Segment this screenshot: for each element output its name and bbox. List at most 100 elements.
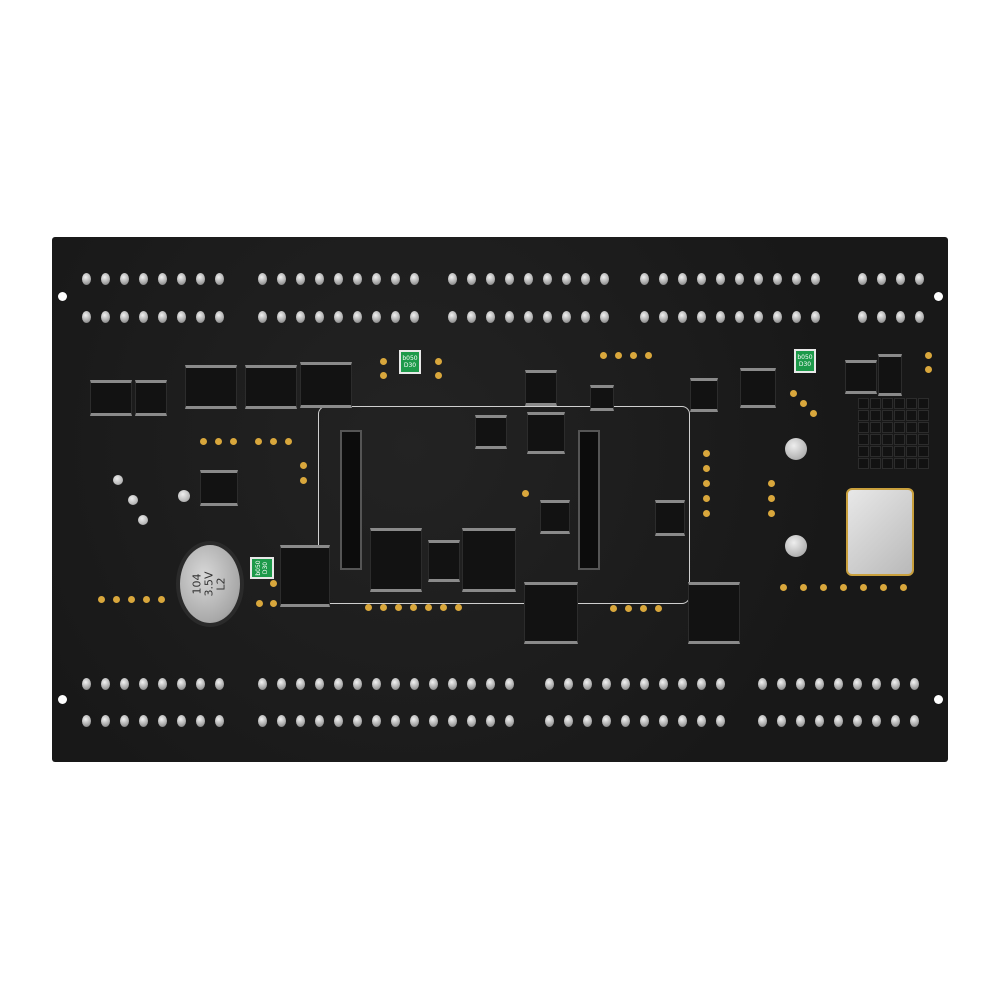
header-pin [716,311,725,323]
header-pin [583,678,592,690]
solder-pad [703,510,710,517]
header-pin [659,678,668,690]
header-pin [581,273,590,285]
resistor [882,458,893,469]
header-pin [177,715,186,727]
ic-chip [655,500,685,536]
header-pin [315,311,324,323]
resistor [894,422,905,433]
solder-pad [703,495,710,502]
header-pin [505,678,514,690]
header-pin [543,273,552,285]
header-pin [600,273,609,285]
header-pin [139,273,148,285]
test-point [785,438,807,460]
circuit-board [52,237,948,762]
header-pin [505,311,514,323]
header-pin [910,678,919,690]
header-pin [583,715,592,727]
header-pin [296,678,305,690]
header-pin [777,678,786,690]
header-pin [872,715,881,727]
solder-pad [440,604,447,611]
header-pin [277,311,286,323]
header-pin [754,273,763,285]
header-pin [410,678,419,690]
header-pin [82,311,91,323]
header-pin [640,715,649,727]
ic-chip [370,528,422,592]
solder-pad [900,584,907,591]
resistor [870,446,881,457]
header-pin [659,715,668,727]
solder-pad [200,438,207,445]
header-pin [215,273,224,285]
header-pin [372,715,381,727]
header-pin [877,311,886,323]
header-pin [716,715,725,727]
header-pin [796,678,805,690]
header-pin [82,715,91,727]
header-pin [621,678,630,690]
header-pin [410,715,419,727]
resistor [858,434,869,445]
ic-chip [590,385,614,411]
resistor [918,446,929,457]
header-pin [505,273,514,285]
resistor [870,422,881,433]
ic-chip [300,362,352,408]
green-component: b050 D30 [794,349,816,373]
solder-pad [113,596,120,603]
header-pin [858,311,867,323]
header-pin [896,311,905,323]
resistor [858,446,869,457]
header-pin [429,678,438,690]
header-pin [258,273,267,285]
header-pin [353,678,362,690]
ic-chip [475,415,507,449]
header-pin [372,311,381,323]
header-pin [640,273,649,285]
header-pin [697,311,706,323]
header-pin [410,311,419,323]
solder-pad [270,600,277,607]
header-pin [391,715,400,727]
solder-pad [925,366,932,373]
header-pin [773,311,782,323]
header-pin [524,273,533,285]
header-pin [545,678,554,690]
header-pin [792,311,801,323]
resistor [870,458,881,469]
ic-chip [428,540,460,582]
header-pin [891,715,900,727]
header-pin [372,273,381,285]
resistor [870,410,881,421]
header-pin [391,678,400,690]
header-pin [915,273,924,285]
header-pin [158,715,167,727]
header-pin [716,678,725,690]
solder-pad [810,410,817,417]
header-pin [621,715,630,727]
resistor [882,422,893,433]
ic-chip [462,528,516,592]
header-pin [467,715,476,727]
header-pin [258,715,267,727]
header-pin [505,715,514,727]
header-pin [101,678,110,690]
solder-pad [98,596,105,603]
solder-pad [610,605,617,612]
solder-pad [270,580,277,587]
header-pin [177,678,186,690]
solder-pad [768,510,775,517]
header-pin [101,715,110,727]
ic-chip [845,360,877,394]
header-pin [334,678,343,690]
header-pin [602,715,611,727]
resistor [870,398,881,409]
mounting-hole [934,292,943,301]
header-pin [853,715,862,727]
resistor [882,410,893,421]
header-pin [659,273,668,285]
header-pin [811,311,820,323]
